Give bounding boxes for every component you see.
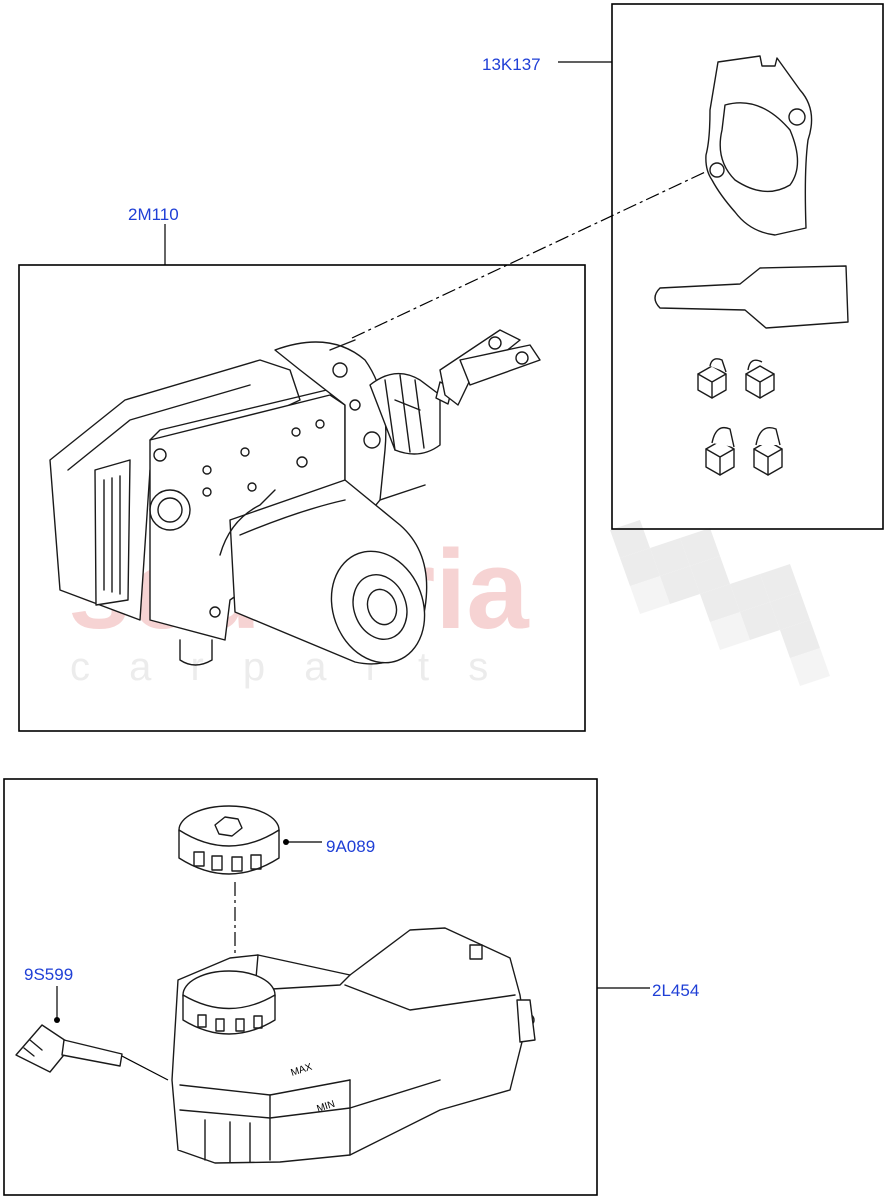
brake-fluid-reservoir: MAX MIN <box>171 927 536 1164</box>
min-marking: MIN <box>316 1099 337 1115</box>
connector-pins <box>103 475 121 595</box>
part-label-9s599[interactable]: 9S599 <box>24 965 73 984</box>
part-label-2l454[interactable]: 2L454 <box>652 981 699 1000</box>
abs-unit-frame <box>18 264 586 732</box>
spatula-tool <box>654 265 849 329</box>
part-label-13k137[interactable]: 13K137 <box>482 55 541 74</box>
sensor-leader-dot <box>54 1017 60 1023</box>
sensor-to-reservoir-line <box>119 1054 169 1081</box>
cap-leader-dot <box>283 839 289 845</box>
part-label-9a089[interactable]: 9A089 <box>326 837 375 856</box>
reservoir-cap <box>178 805 280 875</box>
level-sensor <box>15 1024 123 1073</box>
checkered-flag-icon <box>610 520 830 686</box>
gasket-kit-frame <box>611 3 884 530</box>
abs-booster-unit <box>49 329 541 666</box>
bolt-set <box>697 358 783 476</box>
gasket-plate <box>705 55 813 236</box>
watermark-tagline: c a r p a r t s <box>70 645 502 689</box>
part-label-2m110[interactable]: 2M110 <box>128 205 179 224</box>
reservoir-frame <box>3 778 598 1196</box>
gasket-alignment-line <box>351 149 753 339</box>
